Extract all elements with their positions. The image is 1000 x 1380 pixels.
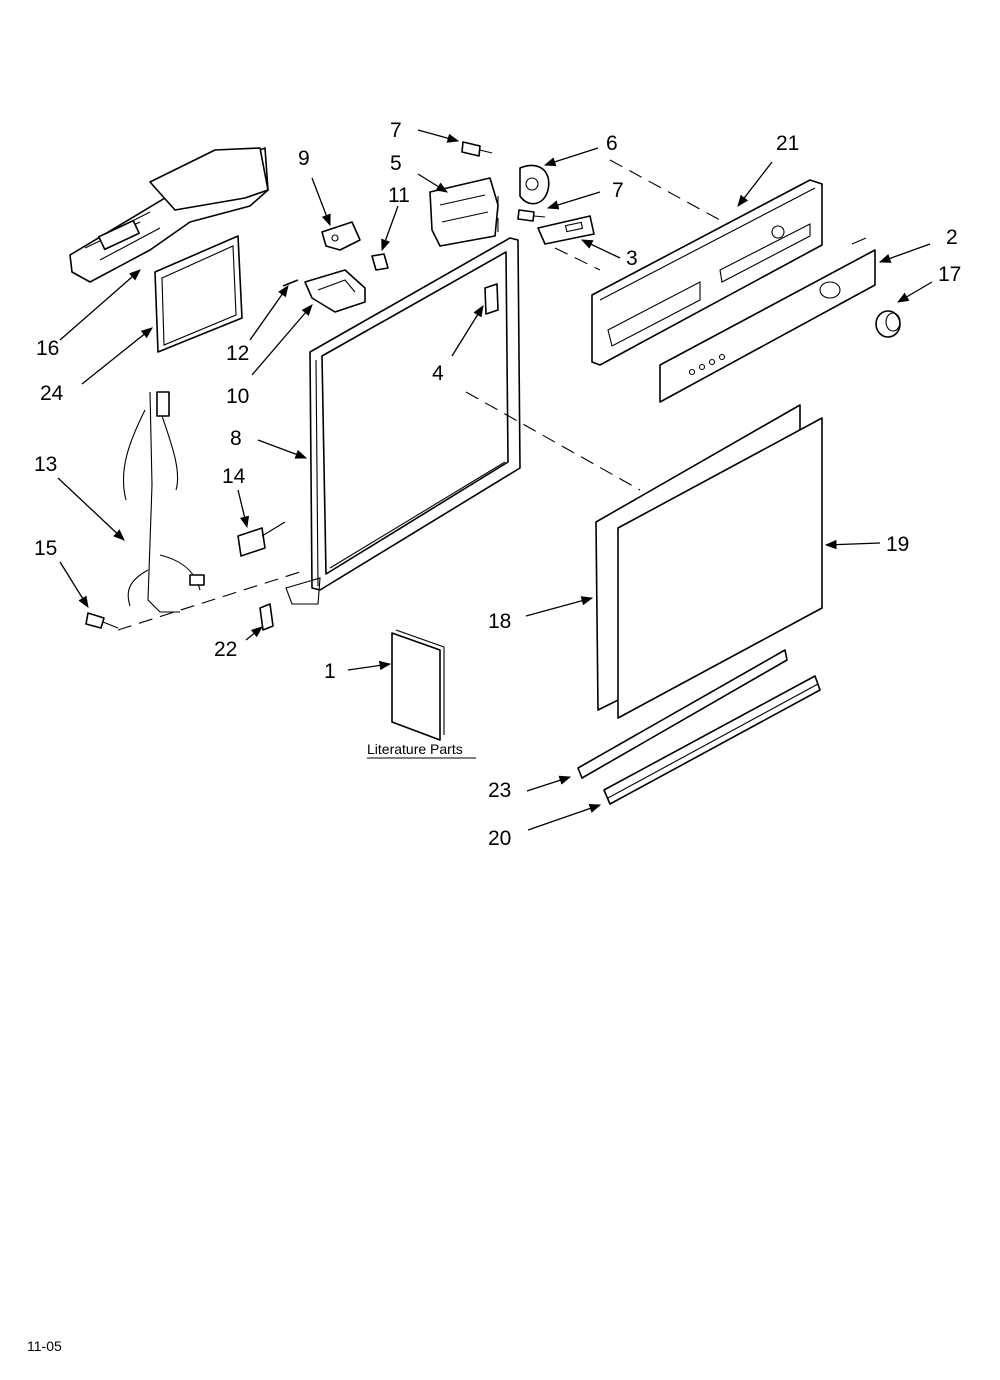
callout-24: 24 — [40, 382, 64, 405]
callout-18: 18 — [488, 610, 511, 633]
page-footer-code: 11-05 — [27, 1338, 62, 1354]
callout-labels: 7 6 5 7 3 21 2 17 9 11 12 10 4 8 16 24 1… — [34, 119, 961, 850]
part-7-screw-top — [461, 141, 493, 157]
part-24-insulation — [154, 235, 243, 353]
part-8-door-frame — [285, 237, 521, 605]
assembly-lines — [117, 159, 721, 631]
leader-arrows — [57, 129, 933, 831]
callout-7-middle: 7 — [612, 179, 624, 202]
callout-15: 15 — [34, 537, 57, 560]
callout-19: 19 — [886, 533, 909, 556]
part-5-hinge-bracket — [429, 177, 499, 247]
callout-4: 4 — [432, 362, 444, 385]
part-22-clip — [259, 603, 274, 631]
callout-23: 23 — [488, 779, 511, 802]
part-21-control-panel — [591, 179, 823, 366]
callout-3: 3 — [626, 247, 638, 270]
part-15-screw — [85, 612, 119, 629]
part-3-hinge-plate — [537, 215, 595, 245]
part-12-pin — [282, 279, 299, 287]
callout-10: 10 — [226, 385, 249, 408]
callout-6: 6 — [606, 132, 618, 155]
part-17-knob — [875, 310, 901, 338]
callout-8: 8 — [230, 427, 242, 450]
callout-7-top: 7 — [390, 119, 402, 142]
callout-22: 22 — [214, 638, 237, 661]
callout-12: 12 — [226, 342, 249, 365]
part-23-trim — [577, 649, 788, 779]
callout-13: 13 — [34, 453, 57, 476]
part-6-wheel — [519, 164, 550, 205]
callout-2: 2 — [946, 226, 958, 249]
callout-21: 21 — [776, 132, 799, 155]
callout-16: 16 — [36, 337, 59, 360]
part-7-screw-middle — [517, 209, 546, 222]
part-10-strike — [304, 269, 366, 313]
callout-1: 1 — [324, 660, 336, 683]
literature-parts-label: Literature Parts — [367, 741, 463, 757]
callout-5: 5 — [390, 152, 402, 175]
callout-20: 20 — [488, 827, 511, 850]
callout-14: 14 — [222, 465, 246, 488]
callout-17: 17 — [938, 263, 961, 286]
part-2-overlay — [659, 237, 876, 403]
part-13-wire-harness — [122, 391, 205, 613]
part-16-vent-housing — [69, 147, 269, 283]
part-19-door-panel — [617, 417, 823, 719]
part-14-connector — [237, 521, 286, 557]
callout-9: 9 — [298, 147, 310, 170]
part-11-switch — [371, 253, 389, 271]
part-9-latch — [321, 221, 361, 251]
callout-11: 11 — [388, 184, 410, 207]
part-20-bottom-trim — [603, 675, 821, 805]
part-1-literature — [391, 629, 445, 741]
